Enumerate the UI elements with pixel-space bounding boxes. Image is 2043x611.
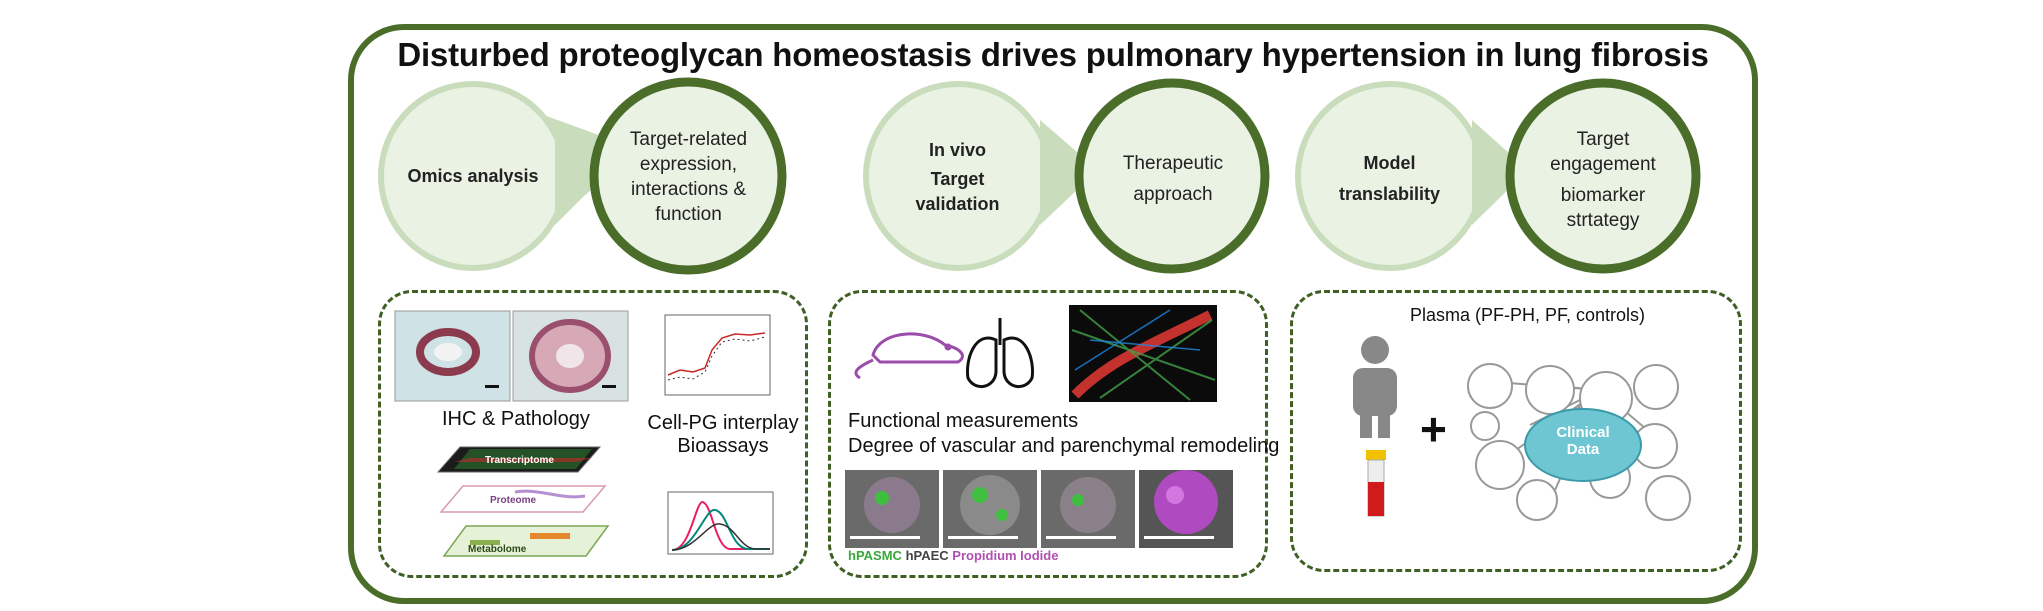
legend-hpasmc: hPASMC [848,548,902,563]
spheroid-legend: hPASMC hPAEC Propidium Iodide [848,548,1058,563]
transcriptome-label: Transcriptome [485,455,554,466]
plus-sign: + [1420,403,1447,455]
metabolome-label: Metabolome [468,544,527,555]
stage-1-left-label: Omics analysis [407,166,539,186]
legend-hpaec: hPAEC [905,548,949,563]
blood-tube-icon [1366,450,1386,517]
bioassay-curve-plot [667,491,774,555]
stage-2-right-label: Therapeutic approach [1122,153,1224,205]
stage-1-circles [378,77,787,275]
ihc-images [394,310,629,402]
legend-propidium-iodide: Propidium Iodide [952,548,1059,563]
stage-2-left-label: In vivo Target validation [915,140,1000,214]
stage-1-right-label: Target-related expression, interactions … [629,129,748,225]
stage-3-right-label: Target engagement biomarker strtategy [1550,129,1656,231]
bioassay-line-plot [664,314,771,396]
person-icon [1353,336,1397,438]
stage-3-left-label: Model translability [1338,153,1441,204]
lungs-icon [965,318,1035,388]
functional-measurements-label: Functional measurements [848,410,1079,432]
ihc-pathology-label: IHC & Pathology [442,408,590,430]
fluorescence-image [1069,305,1217,402]
panel-omics [378,290,808,578]
panel-translation [1290,290,1742,572]
clinical-data-hub-label: Clinical Data [1556,424,1610,458]
stage-3-circles [1295,78,1701,274]
remodeling-label: Degree of vascular and parenchymal remod… [848,435,1280,457]
figure-title: Disturbed proteoglycan homeostasis drive… [397,36,1709,73]
omics-layers [436,446,610,557]
proteome-label: Proteome [490,495,537,506]
rat-icon [854,332,964,380]
spheroid-images [845,470,1233,548]
plasma-label: Plasma (PF-PH, PF, controls) [1410,305,1646,325]
stage-2-circles [863,78,1270,274]
cell-pg-label: Cell-PG interplay Bioassays [647,412,799,457]
panel-in-vivo [828,290,1268,578]
clinical-data-hub [1467,363,1691,521]
